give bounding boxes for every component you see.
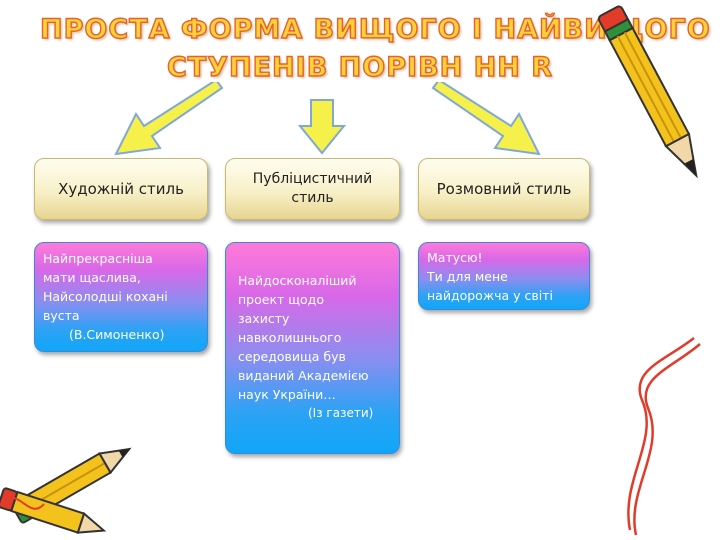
- example-box-colloquial: Матусю! Ти для мене найдорожча у світі: [418, 242, 590, 310]
- slide-title-line-1: ПРОСТА ФОРМА ВИЩОГО І НАЙВИЩОГО: [39, 13, 711, 45]
- heading-colloquial-style: Розмовний стиль: [436, 180, 572, 198]
- example-box-artistic: Найпрекрасніша мати щаслива, Найсолодші …: [34, 242, 208, 352]
- example-line: Найсолодші кохані: [43, 289, 168, 304]
- pencil-icon: [0, 447, 132, 534]
- example-line: проект щодо: [238, 292, 324, 307]
- example-line: наук України…: [238, 387, 336, 402]
- example-box-publicistic: Найдосконаліший проект щодо захисту навк…: [225, 242, 400, 454]
- example-line: середовища був: [238, 349, 346, 364]
- example-source: (В.Симоненко): [69, 327, 165, 342]
- example-line: Найдосконаліший: [238, 273, 357, 288]
- example-source: (Із газети): [308, 406, 374, 420]
- example-line: вуста: [43, 308, 80, 323]
- heading-artistic-style: Художній стиль: [58, 180, 184, 198]
- heading-box-artistic: Художній стиль: [34, 158, 208, 220]
- example-line: навколишнього: [238, 330, 342, 345]
- example-line: захисту: [238, 311, 290, 326]
- example-line: найдорожча у світі: [427, 288, 553, 303]
- heading-box-publicistic: Публіцистичний стиль: [225, 158, 400, 220]
- example-line: виданий Академією: [238, 368, 369, 383]
- example-line: Найпрекрасніша: [43, 251, 153, 266]
- pencil-icon: [627, 337, 701, 536]
- arrow-down-left-icon: [114, 82, 224, 156]
- heading-box-colloquial: Розмовний стиль: [418, 158, 590, 220]
- example-line: Матусю!: [427, 250, 483, 265]
- example-line: мати щаслива,: [43, 270, 141, 285]
- arrow-down-right-icon: [431, 82, 541, 156]
- heading-publicistic-style: Публіцистичний стиль: [252, 171, 373, 206]
- slide-title-line-2: СТУПЕНІВ ПОРІВН НН R: [166, 51, 554, 83]
- pencil-icon: [597, 5, 698, 179]
- arrow-down-icon: [297, 99, 347, 155]
- example-line: Ти для мене: [427, 269, 508, 284]
